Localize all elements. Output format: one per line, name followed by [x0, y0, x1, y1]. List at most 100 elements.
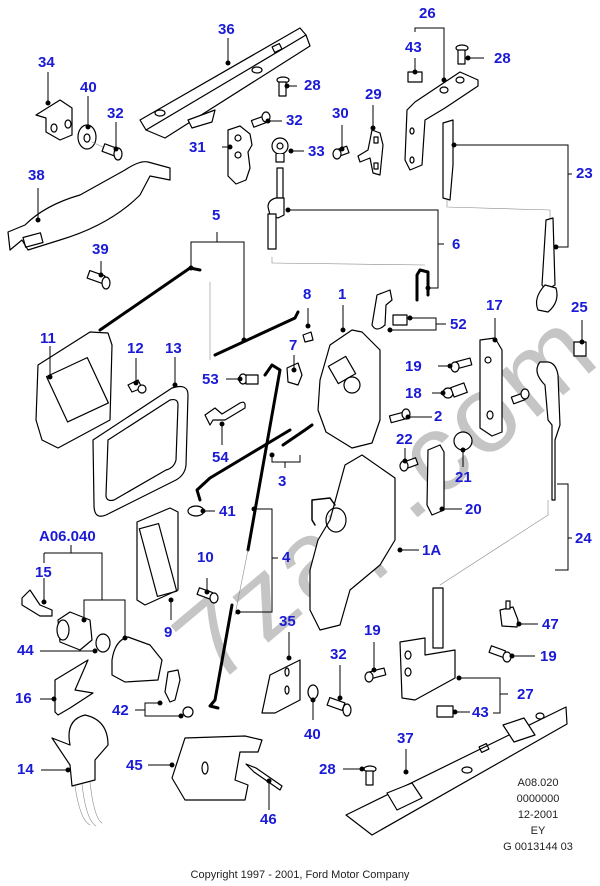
part-22-bolt	[400, 458, 418, 471]
callout-32-c[interactable]: 32	[330, 646, 347, 663]
callout-13[interactable]: 13	[165, 340, 182, 357]
info-line-series: EY	[530, 825, 546, 837]
callout-43-a[interactable]: 43	[405, 39, 422, 56]
callout-31[interactable]: 31	[189, 139, 206, 156]
part-24-rod	[537, 362, 560, 500]
callout-40-a[interactable]: 40	[80, 79, 97, 96]
callout-39[interactable]: 39	[92, 241, 109, 258]
part-4-rod-upper	[248, 365, 280, 550]
callout-44[interactable]: 44	[17, 642, 34, 659]
callout-36[interactable]: 36	[218, 21, 235, 38]
callout-32-b[interactable]: 32	[286, 112, 303, 129]
part-18-stud	[443, 383, 467, 398]
callout-22[interactable]: 22	[396, 431, 413, 448]
part-36-upper-bar	[140, 28, 310, 138]
callout-9[interactable]: 9	[164, 624, 173, 641]
part-20-pad	[427, 445, 444, 515]
callout-24[interactable]: 24	[575, 530, 592, 547]
part-6-rod	[417, 270, 428, 300]
callout-46[interactable]: 46	[260, 811, 277, 828]
part-28-bolt-b	[277, 77, 289, 96]
part-23-rod-lower	[542, 218, 555, 290]
callout-28-a[interactable]: 28	[494, 50, 511, 67]
part-14-cable-clip	[52, 715, 108, 786]
callout-21[interactable]: 21	[455, 469, 472, 486]
callout-23[interactable]: 23	[576, 165, 593, 182]
callout-3[interactable]: 3	[278, 473, 287, 490]
callout-14[interactable]: 14	[17, 761, 34, 778]
callout-26[interactable]: 26	[419, 5, 436, 22]
part-37-lower-bar	[346, 707, 567, 835]
info-line-code: 0000000	[516, 793, 560, 805]
part-28-bolt-a	[456, 45, 468, 64]
callout-12[interactable]: 12	[127, 340, 144, 357]
callout-15[interactable]: 15	[35, 564, 52, 581]
callout-29[interactable]: 29	[365, 86, 382, 103]
part-42-lever	[165, 670, 180, 702]
callout-27[interactable]: 27	[517, 686, 534, 703]
part-39-bolt	[87, 271, 110, 289]
callout-7[interactable]: 7	[289, 337, 298, 354]
callout-33[interactable]: 33	[308, 143, 325, 160]
callout-28-b[interactable]: 28	[304, 77, 321, 94]
callout-2[interactable]: 2	[434, 408, 443, 425]
callout-43-b[interactable]: 43	[472, 704, 489, 721]
callout-1A[interactable]: 1A	[422, 542, 442, 559]
part-19-bolt-b	[365, 668, 386, 682]
part-11-inner-handle	[36, 332, 112, 448]
part-3-rod	[197, 430, 290, 500]
callout-53[interactable]: 53	[202, 371, 219, 388]
leader-lines	[35, 28, 585, 810]
callout-20[interactable]: 20	[465, 501, 482, 518]
callout-25[interactable]: 25	[571, 299, 588, 316]
callout-A06-040[interactable]: A06.040	[39, 528, 96, 545]
part-9-handle	[137, 508, 178, 605]
part-44-washer	[96, 634, 110, 652]
callout-5[interactable]: 5	[212, 207, 221, 224]
callout-10[interactable]: 10	[197, 549, 214, 566]
callout-28-c[interactable]: 28	[319, 761, 336, 778]
part-47-bumper	[500, 607, 518, 627]
callout-1[interactable]: 1	[338, 286, 347, 303]
callout-19-c[interactable]: 19	[540, 648, 557, 665]
part-5-rod-a	[100, 268, 200, 330]
callout-4[interactable]: 4	[282, 549, 291, 566]
callout-8[interactable]: 8	[303, 286, 312, 303]
callout-16[interactable]: 16	[15, 690, 32, 707]
callout-32-a[interactable]: 32	[107, 105, 124, 122]
callout-17[interactable]: 17	[486, 297, 503, 314]
callout-19-a[interactable]: 19	[405, 358, 422, 375]
callout-11[interactable]: 11	[40, 330, 56, 347]
part-16-bracket	[55, 660, 93, 715]
callout-18[interactable]: 18	[405, 385, 422, 402]
callout-19-b[interactable]: 19	[364, 622, 381, 639]
part-8-clip	[303, 332, 313, 342]
part-52-lever	[372, 290, 392, 329]
callout-42[interactable]: 42	[112, 702, 129, 719]
callout-45[interactable]: 45	[126, 757, 143, 774]
part-29-clip	[358, 130, 383, 175]
callout-41[interactable]: 41	[219, 503, 236, 520]
part-54-clip	[205, 402, 245, 425]
callout-37[interactable]: 37	[397, 730, 414, 747]
callout-52[interactable]: 52	[450, 316, 467, 333]
part-1A-actuator	[310, 455, 395, 630]
part-46-rivet	[246, 764, 282, 790]
callout-35[interactable]: 35	[279, 613, 296, 630]
callout-54[interactable]: 54	[212, 449, 229, 466]
part-21-cap	[454, 432, 472, 450]
part-13-bezel	[93, 387, 188, 517]
callout-38[interactable]: 38	[28, 167, 45, 184]
part-bolt-unlabeled	[511, 389, 529, 404]
callout-6[interactable]: 6	[452, 236, 461, 253]
callout-40-b[interactable]: 40	[304, 726, 321, 743]
callout-34[interactable]: 34	[38, 54, 55, 71]
part-31-bracket	[228, 126, 252, 184]
part-19-bolt-c	[489, 646, 511, 662]
callout-30[interactable]: 30	[332, 105, 349, 122]
part-32-bolt-c	[327, 698, 351, 716]
part-43-plug-b	[437, 706, 453, 717]
callout-47[interactable]: 47	[542, 616, 559, 633]
part-15-key	[22, 590, 52, 616]
